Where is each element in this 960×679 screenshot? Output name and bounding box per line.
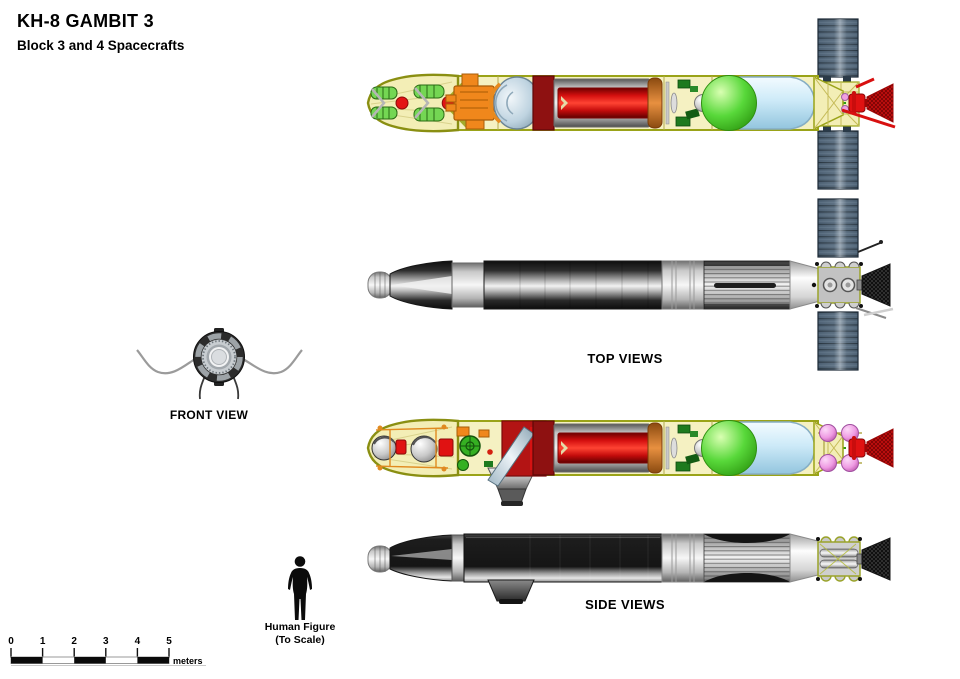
- solar-panel-upper: [817, 198, 859, 258]
- front-view-label: FRONT VIEW: [169, 408, 249, 422]
- strut-left: [198, 375, 206, 400]
- scale-unit-label: meters: [173, 656, 203, 666]
- scale-tick-4: 4: [134, 636, 141, 647]
- human-figure-label-line1: Human Figure: [264, 621, 336, 633]
- forward-ring: [451, 534, 465, 582]
- nose-cap: [367, 271, 393, 299]
- aft-module: [816, 536, 862, 582]
- solar-panel-lower: [817, 311, 859, 371]
- spacecraft-side-exterior: [367, 533, 891, 604]
- adapter-cone: [789, 533, 819, 583]
- ribbed-section: [703, 260, 791, 310]
- scale-bar-graphic: [10, 648, 206, 666]
- engine-nozzle: [856, 263, 891, 307]
- nose-cap: [367, 545, 393, 573]
- antenna-right: [242, 349, 303, 375]
- mirror-dome: [488, 76, 541, 130]
- forward-ring: [451, 262, 485, 308]
- fuselage: [463, 533, 663, 583]
- scale-tick-1: 1: [39, 636, 46, 647]
- scale-tick-0: 0: [8, 636, 14, 647]
- spacecraft-top-cutaway: [366, 18, 896, 190]
- recovery-vehicle-1: [370, 86, 409, 120]
- white-band: [661, 533, 705, 583]
- top-views-label: TOP VIEWS: [587, 351, 663, 366]
- spacecraft-side-cutaway: [366, 418, 894, 506]
- human-figure-label: Human Figure (To Scale): [249, 621, 351, 646]
- instrument-bay: [456, 426, 493, 471]
- strut-right: [232, 375, 240, 400]
- human-figure: [288, 556, 312, 620]
- scale-tick-5: 5: [166, 636, 172, 647]
- film-spools: [371, 424, 454, 472]
- side-views-label: SIDE VIEWS: [585, 597, 665, 612]
- page-title: KH-8 GAMBIT 3: [17, 11, 154, 31]
- fuselage: [483, 260, 663, 310]
- engine: [841, 77, 896, 129]
- pressurant-sphere: [819, 454, 837, 472]
- solar-panel-upper: [817, 18, 859, 78]
- spacecraft-top-exterior: [367, 198, 894, 371]
- engine: [818, 424, 894, 472]
- front-view-drawing: [136, 328, 303, 400]
- ribbed-section: [703, 533, 791, 583]
- human-figure-label-line2: (To Scale): [275, 633, 325, 646]
- camera-port: [487, 579, 535, 604]
- solar-panel-lower: [817, 130, 859, 190]
- scale-tick-2: 2: [71, 636, 77, 647]
- pressurant-sphere: [819, 424, 837, 442]
- scale-tick-3: 3: [103, 636, 109, 647]
- engine-nozzle: [856, 537, 891, 581]
- antenna-left: [136, 349, 196, 375]
- page-subtitle: Block 3 and 4 Spacecrafts: [17, 38, 185, 53]
- white-band: [661, 260, 705, 310]
- aft-module: [811, 240, 894, 319]
